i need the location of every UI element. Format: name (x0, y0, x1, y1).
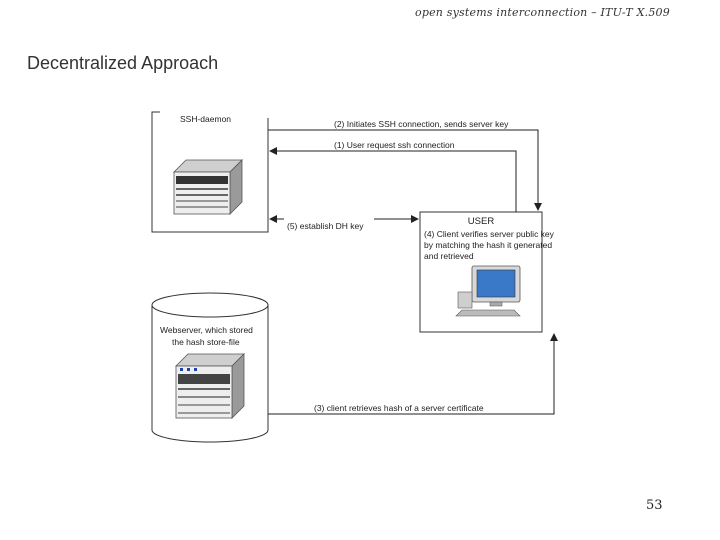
header-text: open systems interconnection – ITU-T X.5… (415, 6, 670, 19)
page-number: 53 (646, 498, 663, 513)
slide-title: Decentralized Approach (27, 53, 219, 73)
arrow-step3: (3) client retrieves hash of a server ce… (268, 333, 558, 415)
user-node: USER (4) Client verifies server public k… (419, 211, 555, 333)
arrow-step3-label: (3) client retrieves hash of a server ce… (314, 403, 484, 413)
user-step-line3: and retrieved (424, 251, 474, 261)
arrow-step2: (2) Initiates SSH connection, sends serv… (268, 119, 542, 211)
webserver-label-line2: the hash store-file (172, 337, 240, 347)
webserver-cylinder-top (151, 292, 269, 318)
user-step-line2: by matching the hash it generated (424, 240, 552, 250)
webserver-node: Webserver, which stored the hash store-f… (151, 292, 269, 443)
computer-icon (455, 265, 521, 317)
ssh-server-icon (173, 159, 243, 215)
arrow-step2-label: (2) Initiates SSH connection, sends serv… (334, 119, 509, 129)
arrow-step5-label: (5) establish DH key (287, 221, 364, 231)
arrow-step5: (5) establish DH key (269, 215, 419, 231)
arrow-step1: (1) User request ssh connection (269, 140, 517, 212)
webserver-server-icon (175, 353, 245, 419)
arrow-step1-label: (1) User request ssh connection (334, 140, 455, 150)
ssh-daemon-node: SSH-daemon (151, 108, 270, 233)
webserver-label-line1: Webserver, which stored (160, 325, 253, 335)
ssh-daemon-label: SSH-daemon (180, 114, 231, 124)
user-step-line1: (4) Client verifies server public key (424, 229, 555, 239)
user-label: USER (468, 216, 495, 227)
